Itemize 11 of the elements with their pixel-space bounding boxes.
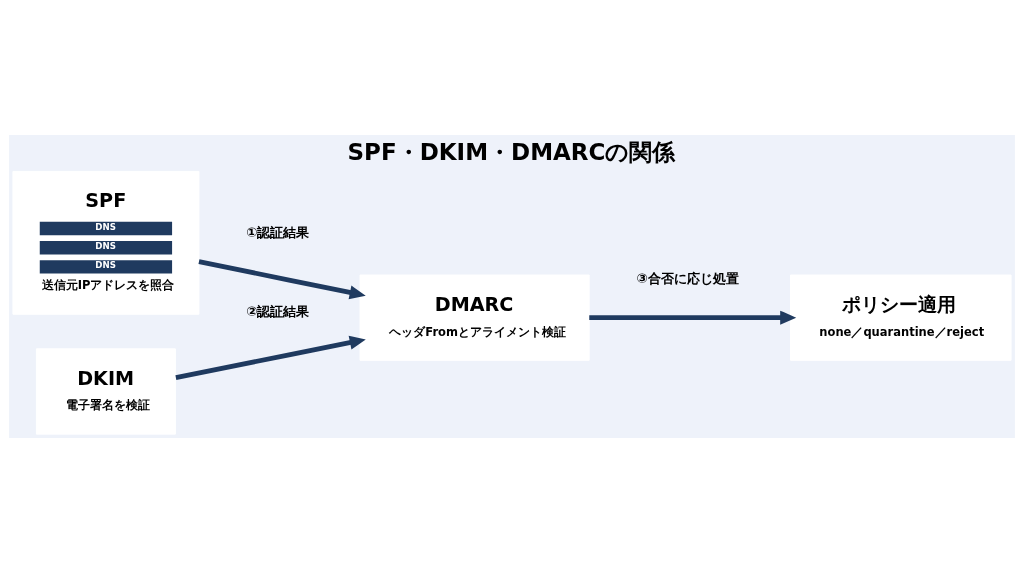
- arrow: [175, 335, 366, 380]
- node-box: DKIM 電子署名を検証: [35, 347, 176, 435]
- node-box: SPF DNS DNS DNS 送信元IPアドレスを照合: [12, 170, 200, 315]
- edge-label: ①認証結果: [245, 224, 310, 240]
- node-box: DMARC ヘッダFromとアライメント検証: [359, 274, 590, 361]
- arrow: [198, 258, 366, 299]
- diagram-title: SPF・DKIM・DMARCの関係: [347, 138, 676, 165]
- edge-label: ③合否に応じ処置: [636, 270, 739, 286]
- arrow: [589, 310, 797, 325]
- edge-label: ②認証結果: [245, 303, 310, 319]
- node-box: ポリシー適用 none／quarantine／reject: [790, 274, 1012, 361]
